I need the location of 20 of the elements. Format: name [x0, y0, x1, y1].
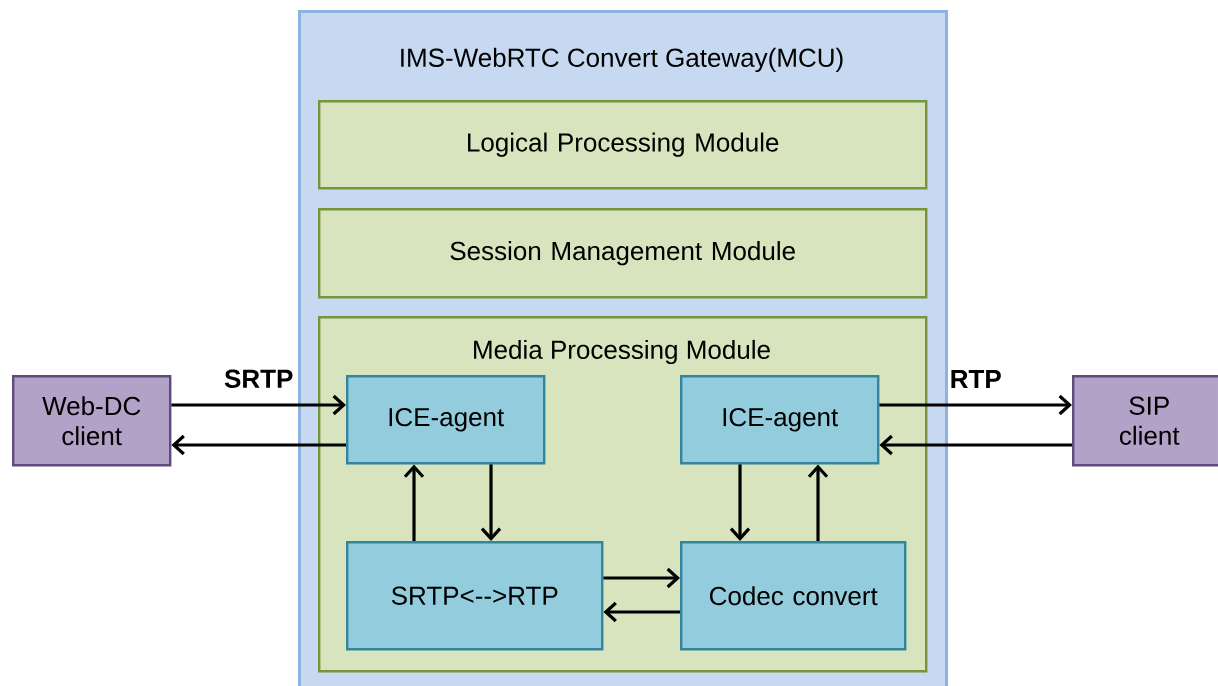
arrow [807, 464, 829, 541]
arrow [403, 464, 425, 541]
component-box: SRTP<-->RTP [346, 541, 604, 651]
component-box: ICE-agent [346, 375, 546, 465]
arrow [603, 601, 680, 623]
edge-label: SRTP [224, 369, 293, 388]
component-box: ICE-agent [680, 375, 880, 465]
module-box: Session Management Module [318, 208, 928, 299]
arrow [879, 434, 1072, 456]
component-box: Codec convert [680, 541, 907, 651]
module-box: Logical Processing Module [318, 100, 928, 190]
arrow [171, 434, 346, 456]
arrow [603, 567, 680, 589]
client-box: SIP client [1072, 375, 1218, 467]
arrow [879, 394, 1072, 416]
arrow [480, 464, 502, 541]
arrow [171, 394, 346, 416]
client-box: Web-DC client [12, 375, 172, 467]
edge-label: RTP [951, 370, 1001, 388]
arrow [729, 464, 751, 541]
